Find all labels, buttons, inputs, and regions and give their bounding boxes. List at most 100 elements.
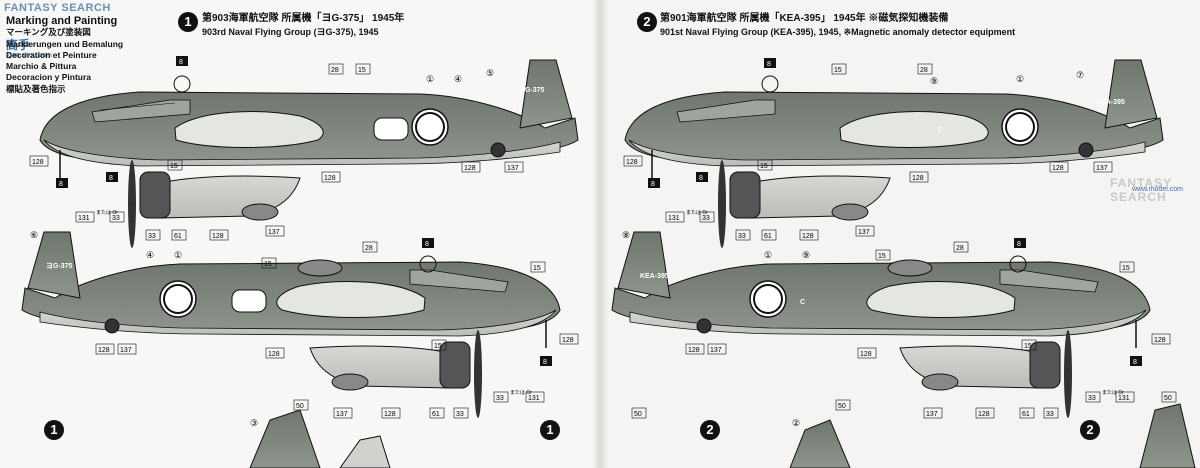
aircraft-2-wing-partial	[789, 403, 1196, 468]
callout-131-a: 131	[78, 215, 90, 222]
callout-c1: ①	[426, 74, 434, 84]
callout-128-g: 128	[268, 351, 280, 358]
aircraft-1-right-side: ヨG-375	[21, 231, 561, 348]
callout-c4-b: ④	[146, 250, 154, 260]
callout-c1-b: ①	[174, 250, 182, 260]
callout-c6: ⑥	[30, 230, 38, 240]
tail-code-2b: KEA-395	[640, 273, 669, 280]
callout-128-d: 128	[212, 233, 224, 240]
callout-128-h: 128	[384, 411, 396, 418]
callout-50-c: 50	[838, 403, 846, 410]
callout-c2: ②	[792, 418, 800, 428]
callout-15-e: 15	[434, 343, 442, 350]
callout-15-j: 15	[1024, 343, 1032, 350]
callout-131-c: 131	[668, 215, 680, 222]
callout-33-h: 33	[1088, 395, 1096, 402]
watermark-url-right: www.model.com	[1132, 186, 1183, 193]
callout-c9-b: ⑨	[802, 250, 810, 260]
callout-8-c: 8	[109, 175, 113, 182]
callout-15-i: 15	[1122, 265, 1130, 272]
callout-50-d: 50	[1164, 395, 1172, 402]
callout-128-o: 128	[860, 351, 872, 358]
callout-61-d: 61	[1022, 411, 1030, 418]
callout-8: 8	[179, 59, 183, 66]
callout-c1-c: ①	[1016, 74, 1024, 84]
title-jp: マーキング及び塗装図	[6, 27, 91, 38]
callout-131-d: 131	[1118, 395, 1130, 402]
callout-50-b: 50	[634, 411, 642, 418]
callout-28-c: 28	[920, 67, 928, 74]
callout-137-c: 137	[120, 347, 132, 354]
callout-c7: ⑦	[1076, 70, 1084, 80]
watermark-url: gao.shou.com	[8, 52, 52, 59]
title-es: Decoracion y Pintura	[6, 72, 92, 83]
tail-code-1: ヨG-375	[518, 86, 545, 94]
callout-15-g: 15	[760, 163, 768, 170]
title-de: Markierungen und Bemalung	[6, 38, 124, 49]
tail-code-1b: ヨG-375	[46, 262, 73, 270]
title-cn: 標貼及著色指示	[6, 83, 66, 94]
callout-61-a: 61	[174, 233, 182, 240]
callout-137-e: 137	[1096, 165, 1108, 172]
callout-8-f: 8	[767, 61, 771, 68]
callout-8-d: 8	[425, 241, 429, 248]
callout-50-a: 50	[296, 403, 304, 410]
callout-8-i: 8	[1017, 241, 1021, 248]
callout-128-b: 128	[324, 175, 336, 182]
callout-128-f: 128	[98, 347, 110, 354]
callout-128-i: 128	[626, 159, 638, 166]
callout-15-d: 15	[533, 265, 541, 272]
callout-28: 28	[331, 67, 339, 74]
callout-33-a: 33	[112, 215, 120, 222]
callout-15-c: 15	[264, 261, 272, 268]
callout-c9: ⑨	[930, 76, 938, 86]
callout-28-d: 28	[956, 245, 964, 252]
callout-15-b: 15	[170, 163, 178, 170]
callout-c5: ⑤	[486, 68, 494, 78]
callout-33-f: 33	[738, 233, 746, 240]
callout-15-h: 15	[878, 253, 886, 260]
callout-33-b: 33	[148, 233, 156, 240]
callout-8-e: 8	[543, 359, 547, 366]
title-fr: Decoration et Peinture	[6, 49, 97, 60]
scheme-1-title-en: 903rd Naval Flying Group (ヨG-375), 1945	[202, 27, 379, 37]
callout-or-d: または Or	[1102, 390, 1124, 396]
callout-137-d: 137	[336, 411, 348, 418]
callout-or-c: または Or	[686, 210, 708, 216]
scheme-1-badge-bottom-left: 1	[44, 420, 64, 440]
marking-titles: Marking and Painting マーキング及び塗装図 Markieru…	[6, 15, 124, 95]
callout-137-h: 137	[926, 411, 938, 418]
callout-15-f: 15	[834, 67, 842, 74]
scheme-2-badge: 2	[637, 12, 657, 32]
scheme-1-badge-bottom-right: 1	[540, 420, 560, 440]
callout-128-c: 128	[464, 165, 476, 172]
title-en: Marking and Painting	[6, 15, 118, 27]
aircraft-1-wing-bottom	[309, 330, 482, 418]
scheme-2-title-jp: 第901海軍航空隊 所属機「KEA-395」 1945年 ※磁気探知機装備	[660, 13, 949, 24]
aircraft-1-wing-partial	[249, 409, 391, 468]
callout-137-a: 137	[507, 165, 519, 172]
scheme-2-badge-bottom-left: 2	[700, 420, 720, 440]
callout-c3: ③	[250, 418, 258, 428]
callout-128-j: 128	[912, 175, 924, 182]
callout-33-c: 33	[456, 411, 464, 418]
aircraft-2-wing-top	[718, 160, 891, 248]
callout-15: 15	[358, 67, 366, 74]
scheme-2-badge-bottom-right: 2	[1080, 420, 1100, 440]
callout-c1-d: ①	[764, 250, 772, 260]
callout-33-d: 33	[496, 395, 504, 402]
tail-code-2: KEA-395	[1096, 99, 1125, 106]
callout-137-b: 137	[268, 229, 280, 236]
watermark-brand: 高手	[6, 38, 31, 52]
callouts: 8 28 15 ① ④ ⑤ 128 8 15 128 128 137 8 131…	[29, 56, 1177, 428]
aircraft-1-wing-top	[128, 160, 301, 248]
callout-61-c: 61	[764, 233, 772, 240]
callout-128-p: 128	[978, 411, 990, 418]
left-page	[0, 0, 600, 468]
callout-128-k: 128	[1052, 165, 1064, 172]
callout-61-b: 61	[432, 411, 440, 418]
callout-137-g: 137	[710, 347, 722, 354]
callout-c4: ④	[454, 74, 462, 84]
watermark-site-right: FANTASY SEARCH	[1110, 176, 1172, 204]
